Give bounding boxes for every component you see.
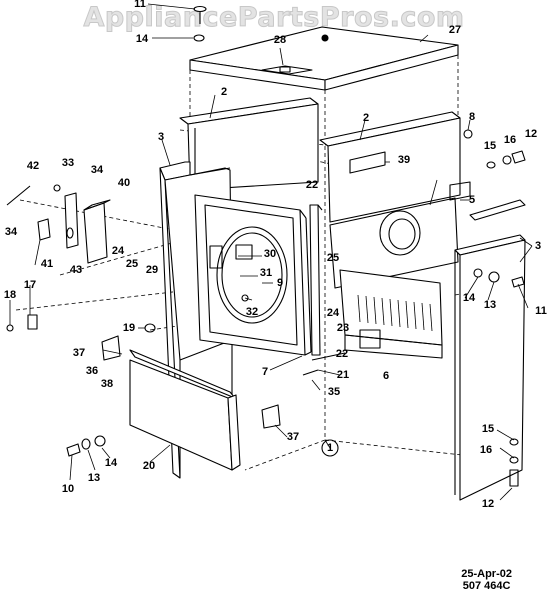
- callout-7: 7: [261, 366, 269, 378]
- callout-17: 17: [23, 279, 37, 291]
- callout-24-right: 24: [326, 307, 340, 319]
- callout-8: 8: [468, 111, 476, 123]
- callout-10: 10: [61, 483, 75, 495]
- front-frame: [194, 194, 312, 356]
- callout-42: 42: [26, 160, 40, 172]
- right-upper-panel: [319, 111, 461, 223]
- callout-1: 1: [326, 442, 334, 454]
- callout-34-top: 34: [90, 164, 104, 176]
- callout-23: 23: [336, 322, 350, 334]
- callout-25-left: 25: [125, 258, 139, 270]
- rear-right-lower: [449, 181, 471, 201]
- callout-2-right: 2: [362, 112, 370, 124]
- callout-3-right: 3: [534, 240, 542, 252]
- callout-22-bottom: 22: [335, 348, 349, 360]
- callout-11-top: 11: [134, 0, 146, 10]
- callout-34-left: 34: [4, 226, 18, 238]
- callout-21: 21: [336, 369, 350, 381]
- callout-12-bottom: 12: [481, 498, 495, 510]
- callout-22-top: 22: [305, 179, 319, 191]
- callout-3-left: 3: [157, 131, 165, 143]
- callout-40: 40: [117, 177, 131, 189]
- footer: 25-Apr-02 507 464C: [461, 568, 512, 592]
- callout-29: 29: [145, 264, 159, 276]
- callout-16-bottom: 16: [479, 444, 493, 456]
- watermark: AppliancePartsPros.com: [83, 2, 465, 34]
- right-side-panel: [454, 199, 526, 501]
- callout-13-bottom: 13: [87, 472, 101, 484]
- top-panel: [189, 26, 459, 91]
- callout-28: 28: [273, 34, 287, 46]
- callout-35: 35: [327, 386, 341, 398]
- front-bottom-panel: [129, 349, 241, 471]
- rear-center-panel: [329, 197, 459, 359]
- callout-11-right: 11: [535, 305, 547, 317]
- footer-part-code: 507 464C: [462, 580, 511, 592]
- callout-36: 36: [85, 365, 99, 377]
- callout-33: 33: [61, 157, 75, 169]
- callout-18: 18: [3, 289, 17, 301]
- callout-37-right: 37: [286, 431, 300, 443]
- left-components: [27, 192, 281, 429]
- callout-30: 30: [263, 248, 277, 260]
- callout-20: 20: [142, 460, 156, 472]
- callout-1-circle: [321, 439, 339, 457]
- callout-25-right: 25: [326, 252, 340, 264]
- callout-31: 31: [259, 267, 273, 279]
- callout-13-right: 13: [483, 299, 497, 311]
- callout-14-top: 14: [135, 33, 149, 45]
- front-strip: [309, 204, 346, 361]
- callout-41: 41: [40, 258, 54, 270]
- callout-39: 39: [397, 154, 411, 166]
- callout-12-top: 12: [524, 128, 538, 140]
- callout-2-left: 2: [220, 86, 228, 98]
- callout-32: 32: [245, 306, 259, 318]
- callout-6: 6: [382, 370, 390, 382]
- callout-19: 19: [122, 322, 136, 334]
- callout-14-right: 14: [462, 292, 476, 304]
- callout-5: 5: [468, 194, 476, 206]
- pointer-dot: [321, 34, 329, 42]
- callout-15-top: 15: [483, 140, 497, 152]
- callout-14-bottom: 14: [104, 457, 118, 469]
- leader-lines: [9, 3, 533, 501]
- callout-37-left: 37: [72, 347, 86, 359]
- callout-24-left: 24: [111, 245, 125, 257]
- footer-date: 25-Apr-02: [461, 568, 512, 580]
- callout-43: 43: [69, 264, 83, 276]
- callout-38: 38: [100, 378, 114, 390]
- callout-9: 9: [276, 277, 284, 289]
- callout-27: 27: [448, 24, 462, 36]
- callout-16-top: 16: [503, 134, 517, 146]
- callout-15-bottom: 15: [481, 423, 495, 435]
